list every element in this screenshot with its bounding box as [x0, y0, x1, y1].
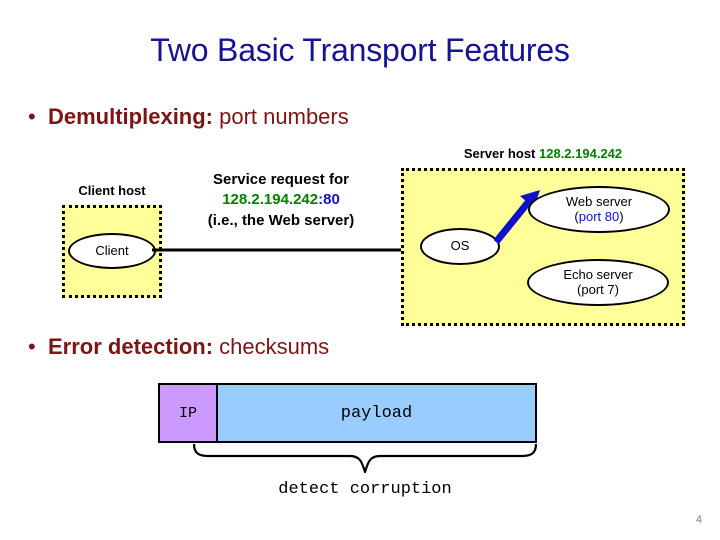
- web-server-node: Web server (port 80): [528, 186, 670, 233]
- echo-server-node-port: (port 7): [577, 281, 619, 297]
- server-host-ip: 128.2.194.242: [539, 146, 623, 161]
- packet-ip-field: IP: [160, 385, 218, 441]
- page-title: Two Basic Transport Features: [150, 32, 570, 68]
- echo-server-node-label: Echo server: [563, 266, 633, 282]
- service-request-line-1: Service request for: [213, 171, 349, 188]
- bullet-marker-icon: •: [28, 334, 36, 359]
- bullet-error-detection-text: checksums: [213, 334, 330, 359]
- bullet-error-detection-term: Error detection:: [48, 334, 214, 359]
- os-node: OS: [420, 228, 500, 265]
- bullet-error-detection: • Error detection: checksums: [28, 336, 329, 358]
- web-server-paren-open: (: [574, 208, 579, 224]
- client-node: Client: [68, 233, 156, 269]
- web-server-port-value: port 80: [578, 208, 620, 224]
- packet-payload-field: payload: [218, 385, 535, 441]
- server-host-label: Server host 128.2.194.242: [401, 146, 685, 161]
- curly-brace-icon: [192, 444, 538, 474]
- server-host-label-text: Server host: [463, 146, 539, 161]
- detect-corruption-caption: detect corruption: [278, 480, 452, 499]
- service-request-ip: 128.2.194.242: [222, 191, 319, 209]
- service-request-port: :80: [318, 191, 340, 209]
- bullet-demultiplexing-text: port numbers: [213, 104, 349, 129]
- web-server-node-port: (port 80): [574, 208, 624, 225]
- bullet-demultiplexing: • Demultiplexing: port numbers: [28, 106, 349, 128]
- client-host-label: Client host: [78, 183, 146, 198]
- service-request-line-3: (i.e., the Web server): [207, 211, 355, 229]
- packet-diagram: IP payload: [158, 383, 537, 443]
- service-request-line-2: 128.2.194.242:80: [166, 190, 396, 210]
- os-node-label: OS: [450, 238, 470, 254]
- service-request-label: Service request for 128.2.194.242:80 (i.…: [166, 170, 396, 231]
- echo-server-node: Echo server (port 7): [527, 259, 669, 306]
- client-node-label: Client: [95, 242, 129, 258]
- service-request-arrow-icon: [152, 245, 414, 255]
- bullet-demultiplexing-term: Demultiplexing:: [48, 104, 214, 129]
- web-server-node-label: Web server: [565, 193, 633, 209]
- bullet-marker-icon: •: [28, 104, 36, 129]
- page-number: 4: [695, 514, 702, 526]
- web-server-paren-close: ): [619, 208, 624, 224]
